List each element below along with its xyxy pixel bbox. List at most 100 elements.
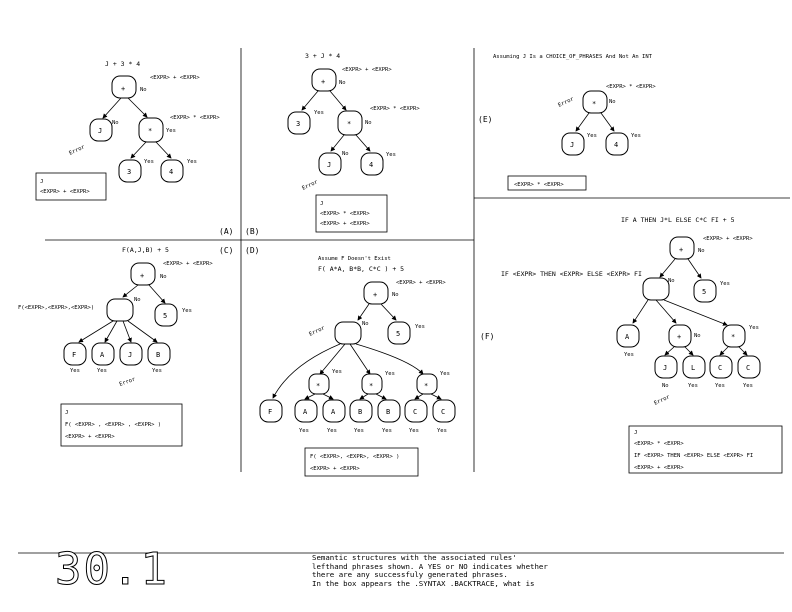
panel-d-mul1-node xyxy=(308,373,330,395)
panel-d-label: (D) xyxy=(245,246,259,255)
panel-a-label: (A) xyxy=(219,227,233,236)
panel-b-root-no: No xyxy=(339,80,346,86)
panel-d-leaf-c2-label: C xyxy=(441,408,445,416)
panel-f-leaf-a-label: A xyxy=(625,333,630,341)
panel-b-error: Error xyxy=(301,179,319,192)
panel-d-leaf-b2-label: B xyxy=(386,408,390,416)
panel-b-box-line-1: J xyxy=(320,201,323,207)
panel-a-leaf-j-label: J xyxy=(98,127,102,135)
panel-a-leaf-j xyxy=(89,118,113,142)
panel-b-mul-node xyxy=(337,110,363,136)
panel-c-leaf-a-label: A xyxy=(100,351,105,359)
panel-d-a2-yes: Yes xyxy=(327,428,337,434)
panel-f-box-line-2: <EXPR> * <EXPR> xyxy=(634,441,684,447)
panel-c-5-yes: Yes xyxy=(182,308,192,314)
panel-d-root-rule: <EXPR> + <EXPR> xyxy=(396,280,446,286)
panel-c-b-yes: Yes xyxy=(152,368,162,374)
panel-e-root-no: No xyxy=(609,99,616,105)
panel-b-leaf-j-label: J xyxy=(327,161,331,169)
panel-a-mul-node xyxy=(138,117,164,143)
panel-f-c2-yes: Yes xyxy=(743,383,753,389)
panel-d-leaf-a1-label: A xyxy=(303,408,308,416)
panel-e-leaf-4-label: 4 xyxy=(614,141,618,149)
panel-f-leaf-l-label: L xyxy=(691,364,695,372)
panel-f-mul2-op: * xyxy=(731,333,735,341)
panel-f-a-yes: Yes xyxy=(624,352,634,358)
panel-c-leaf-j xyxy=(119,342,143,366)
panel-a-root-node xyxy=(111,75,137,99)
panel-f-leaf-j-label: J xyxy=(663,364,667,372)
panel-d-b1-yes: Yes xyxy=(354,428,364,434)
panel-f-title: IF A THEN J*L ELSE C*C FI + 5 xyxy=(621,216,735,224)
panel-f-if-no: No xyxy=(668,278,675,284)
panel-b: 3 + J * 4 <EXPR> + <EXPR> + No <EXPR> * … xyxy=(245,52,420,236)
panel-c-box-line-2: F( <EXPR> , <EXPR> , <EXPR> ) xyxy=(65,422,161,428)
panel-c-root-rule: <EXPR> + <EXPR> xyxy=(163,261,213,267)
panel-f-j-no: No xyxy=(662,383,669,389)
panel-c-func-no: No xyxy=(134,297,141,303)
panel-d-root-node xyxy=(363,281,389,305)
panel-b-backtrace-box xyxy=(315,194,388,233)
panel-f-leaf-l xyxy=(682,355,706,379)
panel-b-leaf-3-label: 3 xyxy=(296,120,300,128)
panel-c-root-node xyxy=(130,262,156,286)
panel-a-mul-yes: Yes xyxy=(166,128,176,134)
panel-e-leaf-j xyxy=(561,132,585,156)
panel-e-label: (E) xyxy=(478,115,492,124)
panel-b-root-rule: <EXPR> + <EXPR> xyxy=(342,67,392,73)
panel-e-error: Error xyxy=(557,96,575,109)
panel-b-root-op: + xyxy=(321,78,325,86)
panel-f-root-node xyxy=(669,236,695,260)
panel-e-4-yes: Yes xyxy=(631,133,641,139)
panel-c-f-yes: Yes xyxy=(70,368,80,374)
panel-c-box-line-3: <EXPR> + <EXPR> xyxy=(65,434,115,440)
panel-b-3-yes: Yes xyxy=(314,110,324,116)
panel-a-error: Error xyxy=(68,144,86,157)
panel-c-leaf-j-label: J xyxy=(128,351,132,359)
panel-f-mul2-yes: Yes xyxy=(749,325,759,331)
panel-b-j-no: No xyxy=(342,151,349,157)
panel-e-backtrace-box xyxy=(507,175,587,191)
panel-d-leaf-5 xyxy=(387,321,411,345)
panel-b-root-node xyxy=(311,68,337,92)
panel-f-5-yes: Yes xyxy=(720,281,730,287)
panel-d-leaf-5-label: 5 xyxy=(396,330,400,338)
panel-f-l-yes: Yes xyxy=(688,383,698,389)
panel-a-3-yes: Yes xyxy=(144,159,154,165)
panel-c-func-node xyxy=(106,298,134,322)
panel-d-box-line-2: <EXPR> + <EXPR> xyxy=(310,466,360,472)
panel-dividers xyxy=(18,48,790,554)
panel-f-c1-yes: Yes xyxy=(715,383,725,389)
panel-d-note: Assume F Doesn't Exist xyxy=(318,256,391,262)
panel-c: (C) F(A,J,B) + 5 <EXPR> + <EXPR> + No F(… xyxy=(18,246,233,447)
panel-d-mul2-yes: Yes xyxy=(385,371,395,377)
panel-b-sub-rule: <EXPR> * <EXPR> xyxy=(370,106,420,112)
panel-f-leaf-5-label: 5 xyxy=(702,288,706,296)
panel-d-c2-yes: Yes xyxy=(437,428,447,434)
panel-c-leaf-5-label: 5 xyxy=(163,312,167,320)
panel-f-box-line-3: IF <EXPR> THEN <EXPR> ELSE <EXPR> FI xyxy=(634,453,753,459)
figure-caption: Semantic structures with the associated … xyxy=(312,553,732,588)
panel-a-box-line-1: J xyxy=(40,179,43,185)
caption-line-2: lefthand phrases shown. A YES or NO indi… xyxy=(312,561,548,571)
panel-d-leaf-a2 xyxy=(322,399,346,423)
panel-f-backtrace-box xyxy=(628,425,783,474)
panel-a-leaf-3-label: 3 xyxy=(127,168,131,176)
panel-d-mul3-node xyxy=(416,373,438,395)
panel-f-box-line-1: J xyxy=(634,430,637,436)
panel-d-leaf-a1 xyxy=(294,399,318,423)
panel-d-b2-yes: Yes xyxy=(382,428,392,434)
panel-f-label: (F) xyxy=(480,332,494,341)
panel-d-leaf-f xyxy=(259,399,283,423)
panel-a-4-yes: Yes xyxy=(187,159,197,165)
panel-a-backtrace-box xyxy=(35,172,107,201)
panel-d-mul2-op: * xyxy=(369,382,373,390)
panel-e-root-op: * xyxy=(592,100,596,108)
panel-c-leaf-5 xyxy=(154,303,178,327)
panel-e-j-yes: Yes xyxy=(587,133,597,139)
caption-line-1: Semantic structures with the associated … xyxy=(312,553,517,562)
panel-f-mul2-node xyxy=(722,324,746,348)
panel-c-backtrace-box xyxy=(60,403,183,447)
panel-a-title: J + 3 * 4 xyxy=(105,60,140,68)
